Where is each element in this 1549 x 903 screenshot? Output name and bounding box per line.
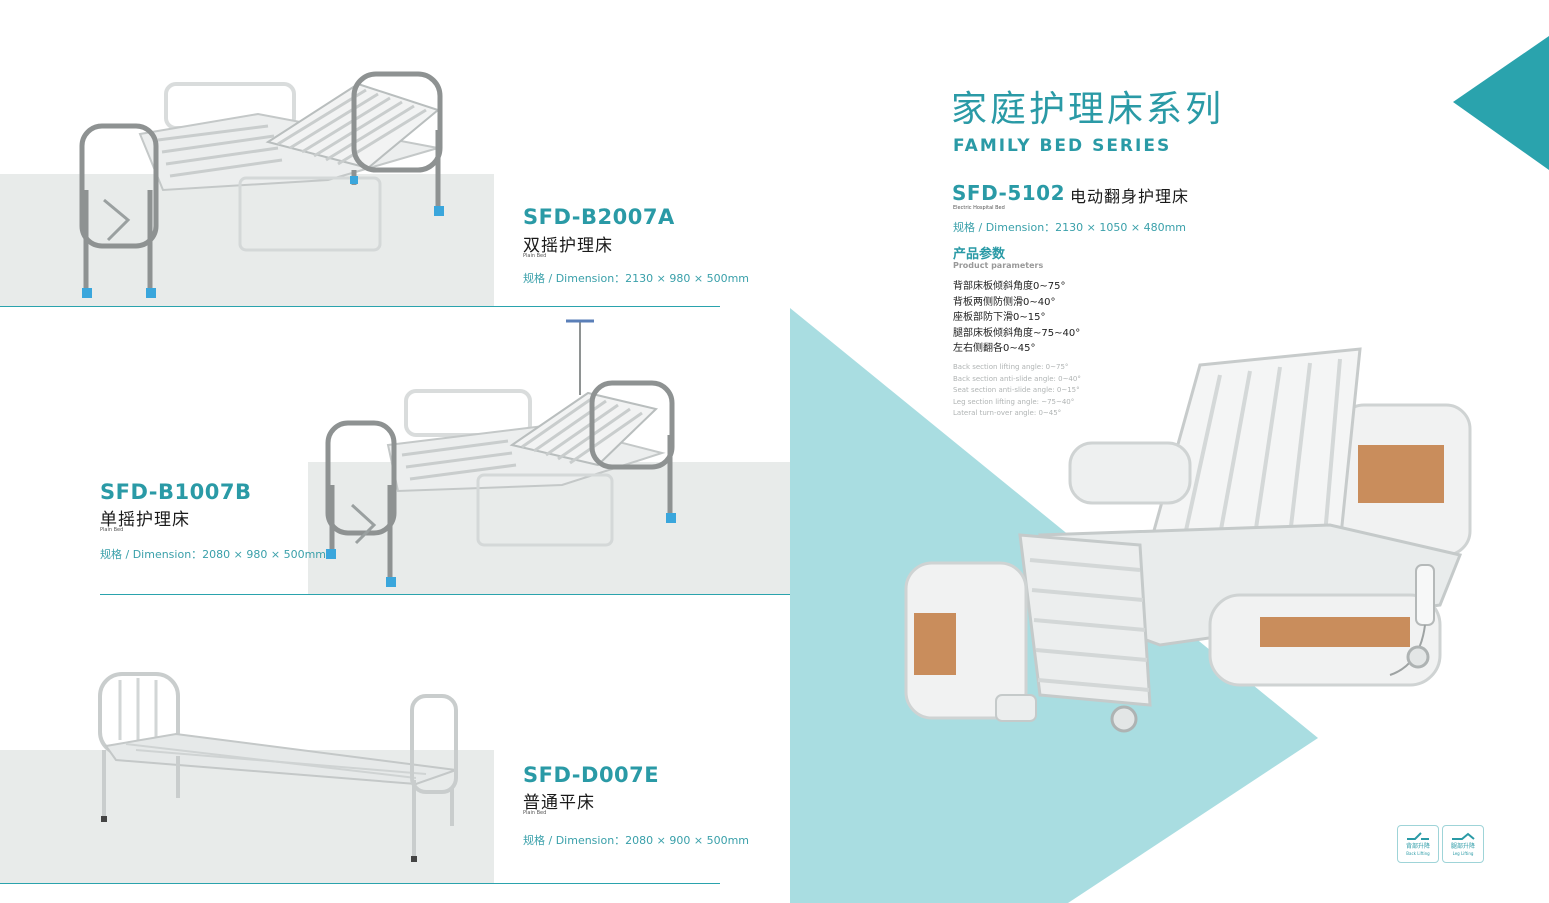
badge-back-lifting-cn: 背部升降 — [1405, 843, 1430, 850]
param-cn: 座板部防下滑0~15° — [953, 312, 1046, 323]
product-3-name-en: Plain Bed — [523, 810, 547, 816]
featured-bed-image — [900, 345, 1480, 735]
back-lifting-icon — [1405, 831, 1431, 841]
param-cn: 背部床板倾斜角度0~75° — [953, 281, 1066, 292]
product-2-dimension: 规格 / Dimension：2080 × 980 × 500mm — [100, 548, 327, 561]
product-1-divider — [0, 306, 720, 307]
series-title-en: FAMILY BED SERIES — [953, 136, 1172, 156]
params-title-en: Product parameters — [953, 261, 1044, 270]
product-1-image — [78, 70, 453, 300]
param-en: Lateral turn-over angle: 0~45° — [953, 409, 1062, 417]
badge-back-lifting-en: Back Lifting — [1406, 851, 1430, 856]
params-title-cn: 产品参数 — [953, 247, 1006, 262]
product-3-image — [96, 670, 461, 865]
featured-name: 电动翻身护理床 — [1070, 187, 1190, 206]
product-3-divider — [0, 883, 720, 884]
product-1-dimension: 规格 / Dimension：2130 × 980 × 500mm — [523, 272, 750, 285]
featured-name-en: Electric Hospital Bed — [953, 205, 1005, 211]
product-2-model: SFD-B1007B — [100, 480, 252, 504]
product-2-image — [322, 315, 682, 587]
featured-model: SFD-5102 — [952, 181, 1066, 205]
param-cn: 左右侧翻各0~45° — [953, 343, 1036, 354]
featured-dimension: 规格 / Dimension：2130 × 1050 × 480mm — [953, 221, 1187, 234]
param-en: Back section anti-slide angle: 0~40° — [953, 374, 1081, 383]
badge-leg-lifting: 腿部升降 Leg Lifting — [1442, 825, 1484, 863]
product-2-name-en: Plain Bed — [100, 527, 124, 533]
params-list-cn: 背部床板倾斜角度0~75° 背板两侧防侧滑0~40° 座板部防下滑0~15° 腿… — [953, 279, 1080, 357]
badge-leg-lifting-en: Leg Lifting — [1452, 851, 1474, 856]
series-title-cn: 家庭护理床系列 — [951, 89, 1225, 130]
param-en: Leg section lifting angle: ~75~40° — [953, 397, 1075, 406]
leg-lifting-icon — [1450, 831, 1476, 841]
product-1-name-en: Plain Bed — [523, 253, 547, 259]
product-2-divider — [100, 594, 790, 595]
param-cn: 背板两侧防侧滑0~40° — [953, 296, 1056, 308]
product-1-name: 双摇护理床 — [523, 236, 613, 256]
params-list-en: Back section lifting angle: 0~75° Back s… — [953, 362, 1081, 420]
param-en: Seat section anti-slide angle: 0~15° — [953, 386, 1080, 394]
badge-leg-lifting-cn: 腿部升降 — [1450, 843, 1475, 850]
product-3-dimension: 规格 / Dimension：2080 × 900 × 500mm — [523, 834, 750, 847]
corner-triangle — [1453, 36, 1549, 170]
product-2-name: 单摇护理床 — [100, 510, 190, 530]
product-3-name: 普通平床 — [523, 793, 595, 813]
param-cn: 腿部床板倾斜角度~75~40° — [953, 327, 1081, 339]
param-en: Back section lifting angle: 0~75° — [953, 363, 1069, 371]
product-3-model: SFD-D007E — [523, 763, 660, 787]
badge-back-lifting: 背部升降 Back Lifting — [1397, 825, 1439, 863]
product-1-model: SFD-B2007A — [523, 205, 675, 229]
